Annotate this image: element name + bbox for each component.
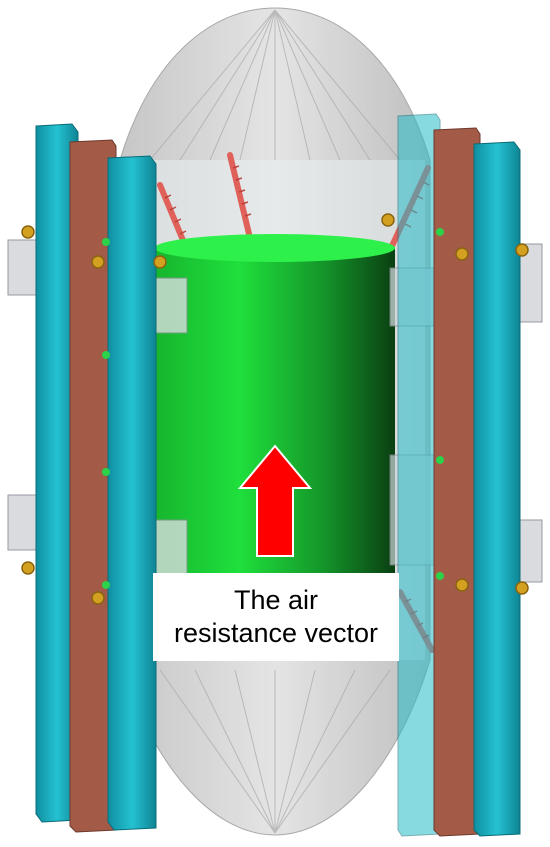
- bolt-icon: [21, 213, 529, 605]
- label-line-2: resistance vector: [173, 618, 379, 648]
- air-resistance-label: The air resistance vector: [153, 573, 399, 661]
- right-rail-assembly: [389, 113, 543, 837]
- up-arrow-icon: [237, 444, 313, 557]
- left-rail-assembly: [7, 123, 188, 833]
- label-line-1: The air: [233, 585, 319, 615]
